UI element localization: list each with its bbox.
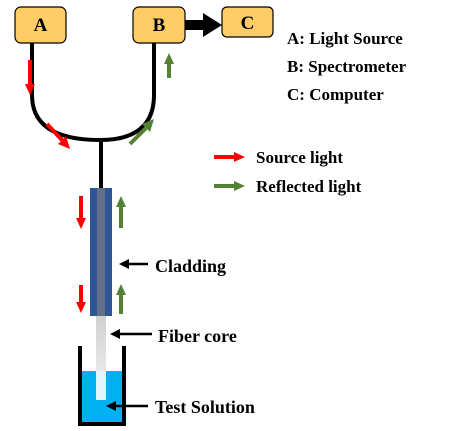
source-light-arrow xyxy=(25,60,35,95)
fiber-core-pointer xyxy=(110,329,152,339)
source-light-arrow xyxy=(76,285,86,313)
cladding-label: Cladding xyxy=(155,256,226,276)
reflected-light-arrow xyxy=(116,196,126,228)
computer-box: C xyxy=(221,6,274,38)
test-solution-pointer xyxy=(106,401,148,411)
box-b-label: B xyxy=(153,15,166,36)
reflected-light-arrow xyxy=(128,119,154,146)
spectrometer-box: B xyxy=(132,6,186,44)
light-source-box: A xyxy=(14,6,67,44)
test-solution-label: Test Solution xyxy=(155,397,255,417)
reflected-light-arrow xyxy=(164,53,174,78)
source-light-arrow xyxy=(45,122,70,149)
legend-source-arrow xyxy=(214,152,245,162)
legend-reflected-light: Reflected light xyxy=(256,177,362,196)
source-light-arrow xyxy=(76,196,86,229)
legend-light-source: A: Light Source xyxy=(287,29,403,48)
cladding-core-visible xyxy=(97,188,105,316)
box-c-label: C xyxy=(241,13,255,34)
legend-spectrometer: B: Spectrometer xyxy=(287,57,407,76)
beaker xyxy=(78,346,126,426)
cladding-pointer xyxy=(119,259,148,269)
box-a-label: A xyxy=(34,15,48,36)
reflected-light-arrow xyxy=(116,284,126,314)
fiber-tip-in-solution xyxy=(96,371,106,400)
legend-source-light: Source light xyxy=(256,148,343,167)
legend-reflected-arrow xyxy=(214,181,245,191)
legend-computer: C: Computer xyxy=(287,85,384,104)
fiber-core-label: Fiber core xyxy=(158,326,237,346)
b-to-c-arrow xyxy=(185,13,222,37)
